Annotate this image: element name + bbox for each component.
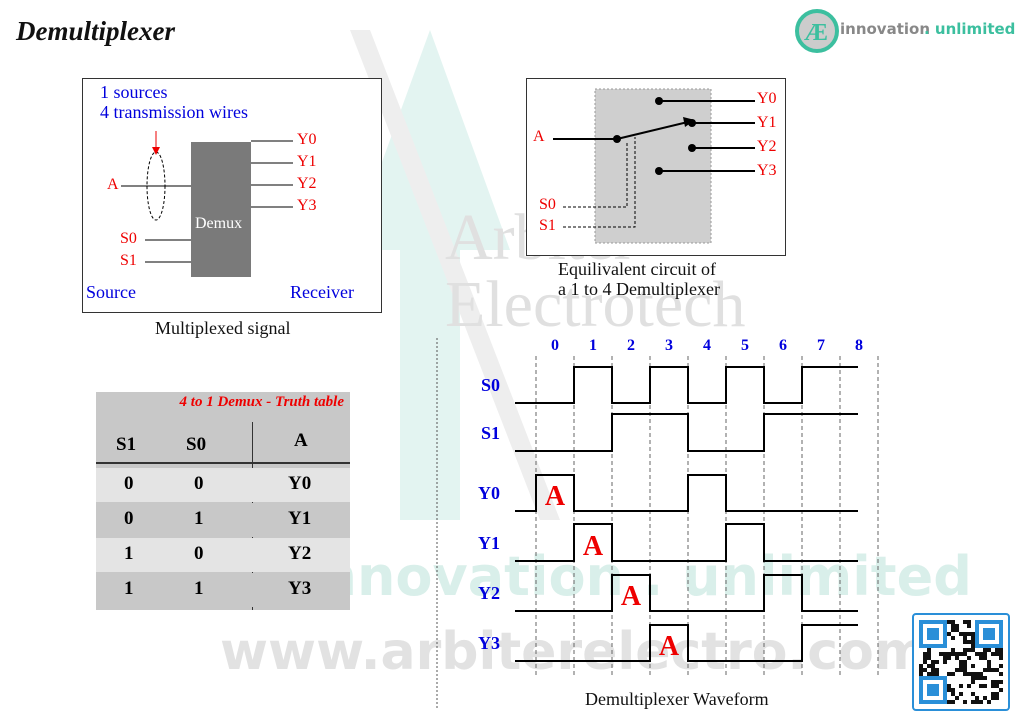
logo-text: innovation: [840, 20, 930, 38]
truth-header: S1 S0 A: [96, 420, 350, 464]
receiver-label: Receiver: [290, 282, 354, 302]
waveform-caption: Demultiplexer Waveform: [585, 689, 769, 709]
time-label: 3: [665, 337, 673, 354]
block-caption: Multiplexed signal: [155, 318, 291, 338]
table-cell: 0: [124, 508, 134, 529]
data-marker-a: A: [621, 581, 642, 612]
time-label: 6: [779, 337, 787, 354]
watermark-electrotech: Electrotech: [445, 268, 746, 341]
table-row: 0 0 Y0: [96, 468, 350, 502]
signal-trace-y0: [515, 474, 858, 512]
input-label: A: [107, 176, 119, 193]
logo-mark-icon: Æ: [795, 9, 839, 53]
signal-label-y2: Y2: [478, 583, 500, 603]
signal-label-y1: Y1: [478, 533, 500, 553]
signal-label-y0: Y0: [478, 483, 500, 503]
table-cell: 1: [194, 508, 204, 529]
time-label: 0: [551, 337, 559, 354]
equiv-caption-1: Equilivalent circuit of: [558, 259, 716, 279]
table-cell: 0: [194, 543, 204, 564]
equiv-input: A: [533, 128, 545, 145]
table-cell: 0: [194, 473, 204, 494]
table-cell: Y1: [288, 508, 312, 529]
demux-box-label: Demux: [195, 215, 243, 232]
table-row: 0 1 Y1: [96, 503, 350, 537]
header-s1: S1: [116, 434, 137, 455]
select-s0: S0: [120, 230, 137, 247]
output-y3: Y3: [297, 197, 317, 214]
output-y2: Y2: [297, 175, 317, 192]
data-marker-a: A: [659, 631, 680, 662]
svg-text:Æ: Æ: [804, 20, 828, 46]
logo: Æ innovation . unlimited: [794, 9, 1024, 53]
time-label: 4: [703, 337, 711, 354]
equiv-y0: Y0: [757, 90, 777, 107]
table-cell: Y2: [288, 543, 312, 564]
table-cell: Y3: [288, 578, 312, 599]
table-cell: 1: [194, 578, 204, 599]
signal-trace-y1: [515, 523, 858, 562]
wires-label: 4 transmission wires: [100, 102, 248, 122]
signal-label-y3: Y3: [478, 633, 500, 653]
source-label: Source: [86, 282, 136, 302]
sources-label: 1 sources: [100, 82, 168, 102]
block-diagram: 1 sources 4 transmission wires A Demux Y…: [82, 78, 382, 313]
signal-trace-s0: [515, 366, 858, 404]
select-s1: S1: [120, 252, 137, 269]
time-label: 8: [855, 337, 863, 354]
output-y0: Y0: [297, 131, 317, 148]
time-label: 7: [817, 337, 825, 354]
output-y1: Y1: [297, 153, 317, 170]
signal-trace-s1: [515, 413, 858, 452]
equiv-y1: Y1: [757, 114, 777, 131]
table-row: 1 1 Y3: [96, 573, 350, 607]
equivalent-circuit: A Y0 Y1 Y2 Y3 S0 S1: [526, 78, 786, 256]
time-label: 1: [589, 337, 597, 354]
equiv-y2: Y2: [757, 138, 777, 155]
time-label: 5: [741, 337, 749, 354]
qr-code: [912, 613, 1010, 711]
header-s0: S0: [186, 434, 207, 455]
equiv-s0: S0: [539, 196, 556, 213]
header-a: A: [294, 430, 308, 451]
table-cell: Y0: [288, 473, 312, 494]
signal-label-s1: S1: [481, 423, 500, 443]
signal-trace-y2: [515, 574, 858, 612]
table-cell: 0: [124, 473, 134, 494]
data-marker-a: A: [545, 481, 566, 512]
table-cell: 1: [124, 543, 134, 564]
logo-text-accent: . unlimited: [924, 20, 1016, 38]
time-label: 2: [627, 337, 635, 354]
equiv-y3: Y3: [757, 162, 777, 179]
watermark-tagline: innovation . unlimited: [300, 545, 972, 608]
equiv-caption-2: a 1 to 4 Demultiplexer: [558, 279, 720, 299]
signal-trace-y3: [515, 624, 858, 662]
equiv-s1: S1: [539, 217, 556, 234]
table-row: 1 0 Y2: [96, 538, 350, 572]
table-cell: 1: [124, 578, 134, 599]
data-marker-a: A: [583, 531, 604, 562]
signal-label-s0: S0: [481, 375, 500, 395]
truth-table-title: 4 to 1 Demux - Truth table: [179, 394, 344, 410]
page-title: Demultiplexer: [16, 16, 175, 46]
